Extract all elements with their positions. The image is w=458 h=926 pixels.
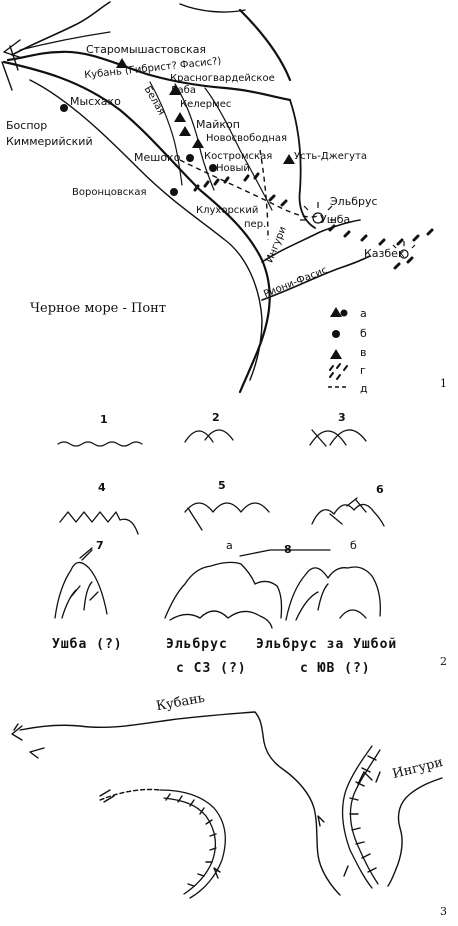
- label-elbrus: Эльбрус: [330, 195, 378, 208]
- inguri-line: [387, 777, 443, 887]
- triangle-icon: [116, 58, 128, 68]
- map-panel: Старомышастовская Кубань (Гибрист? Фасис…: [0, 0, 458, 400]
- label-maikop: Майкоп: [196, 118, 240, 131]
- panel-number-3: 3: [440, 905, 447, 918]
- site-markers: [60, 58, 295, 196]
- kuban-river: [6, 50, 292, 102]
- label-sea: Черное море - Понт: [30, 301, 167, 316]
- label-per: пер.: [244, 219, 267, 230]
- caption-elbrus-nw-2: с СЗ (?): [176, 661, 247, 676]
- coastline: [2, 60, 271, 394]
- legend-d: д: [360, 382, 368, 395]
- legend-symbols: [328, 307, 348, 388]
- label-ushba: Ушба: [320, 213, 351, 226]
- route-dashed: [179, 149, 321, 241]
- label-mesoko: Мешоко: [134, 151, 181, 164]
- ridge-hatching: [193, 172, 434, 270]
- label-bospor-2: Киммерийский: [6, 135, 93, 148]
- fig-5: 5: [218, 479, 226, 492]
- ridge-left: [159, 789, 226, 899]
- sketch-4: [59, 511, 139, 535]
- label-krasnogv: Красногвардейское: [170, 73, 275, 84]
- legend-b: б: [360, 327, 367, 340]
- label-vorontsov: Воронцовская: [72, 187, 147, 198]
- sketch-drawing: [54, 429, 385, 629]
- caption-elbrus-ushba-1: Эльбрус за Ушбой: [256, 637, 398, 652]
- coast-inner: [29, 79, 263, 381]
- sketch-1: [57, 441, 143, 447]
- map-drawing: [1, 1, 434, 394]
- fig-4: 4: [98, 481, 106, 494]
- caption-ushba: Ушба (?): [52, 637, 123, 652]
- fig-8-sub-a: а: [226, 539, 233, 552]
- label-myskhako: Мысхако: [70, 95, 121, 108]
- kuban-line: [19, 711, 341, 896]
- label-laba: Лаба: [170, 85, 196, 96]
- fig-1: 1: [100, 413, 108, 426]
- label-bospor-1: Боспор: [6, 119, 48, 132]
- legend-g: г: [360, 364, 366, 377]
- label-ustdzheg: Усть-Джегута: [294, 151, 368, 162]
- fig-2: 2: [212, 411, 220, 424]
- label-novosvob: Новосвободная: [206, 133, 288, 144]
- label-kelermes: Келермес: [180, 99, 232, 110]
- fig-8: 8: [284, 543, 292, 556]
- legend-a: а: [360, 307, 367, 320]
- caption-elbrus-nw-1: Эльбрус: [166, 637, 228, 652]
- legend-v: в: [360, 346, 367, 359]
- sketch-8b: [285, 566, 381, 621]
- fig-3: 3: [338, 411, 346, 424]
- sketch-panel: 1 2 3 4 5 6 7 8 а б Ушба (?) Эльбрус с С…: [0, 400, 458, 690]
- sketch-7: [54, 561, 108, 619]
- sketch-6: [311, 499, 385, 527]
- label-novyi: Новый: [216, 163, 250, 174]
- river-scheme-drawing: [11, 711, 443, 899]
- label-klukhor: Клухорский: [196, 205, 259, 216]
- caption-elbrus-ushba-2: с ЮВ (?): [300, 661, 371, 676]
- label-kazbek: Казбек: [364, 247, 405, 260]
- sketch-3: [309, 429, 367, 447]
- label-kostroma: Костромская: [204, 151, 273, 162]
- ridge-right: [341, 745, 373, 889]
- sketch-8a: [164, 561, 283, 619]
- fig-7: 7: [96, 539, 104, 552]
- sketch-5: [184, 502, 270, 531]
- label-starymyshast: Старомышастовская: [86, 43, 207, 56]
- fig-6: 6: [376, 483, 384, 496]
- river-scheme-panel: Кубань Ингури 3: [0, 690, 458, 926]
- fig-8-sub-b: б: [350, 539, 357, 552]
- sketch-2: [184, 429, 234, 443]
- panel-number-2: 2: [440, 655, 447, 668]
- kuban-upper: [289, 99, 316, 229]
- panel-number-1: 1: [440, 377, 447, 390]
